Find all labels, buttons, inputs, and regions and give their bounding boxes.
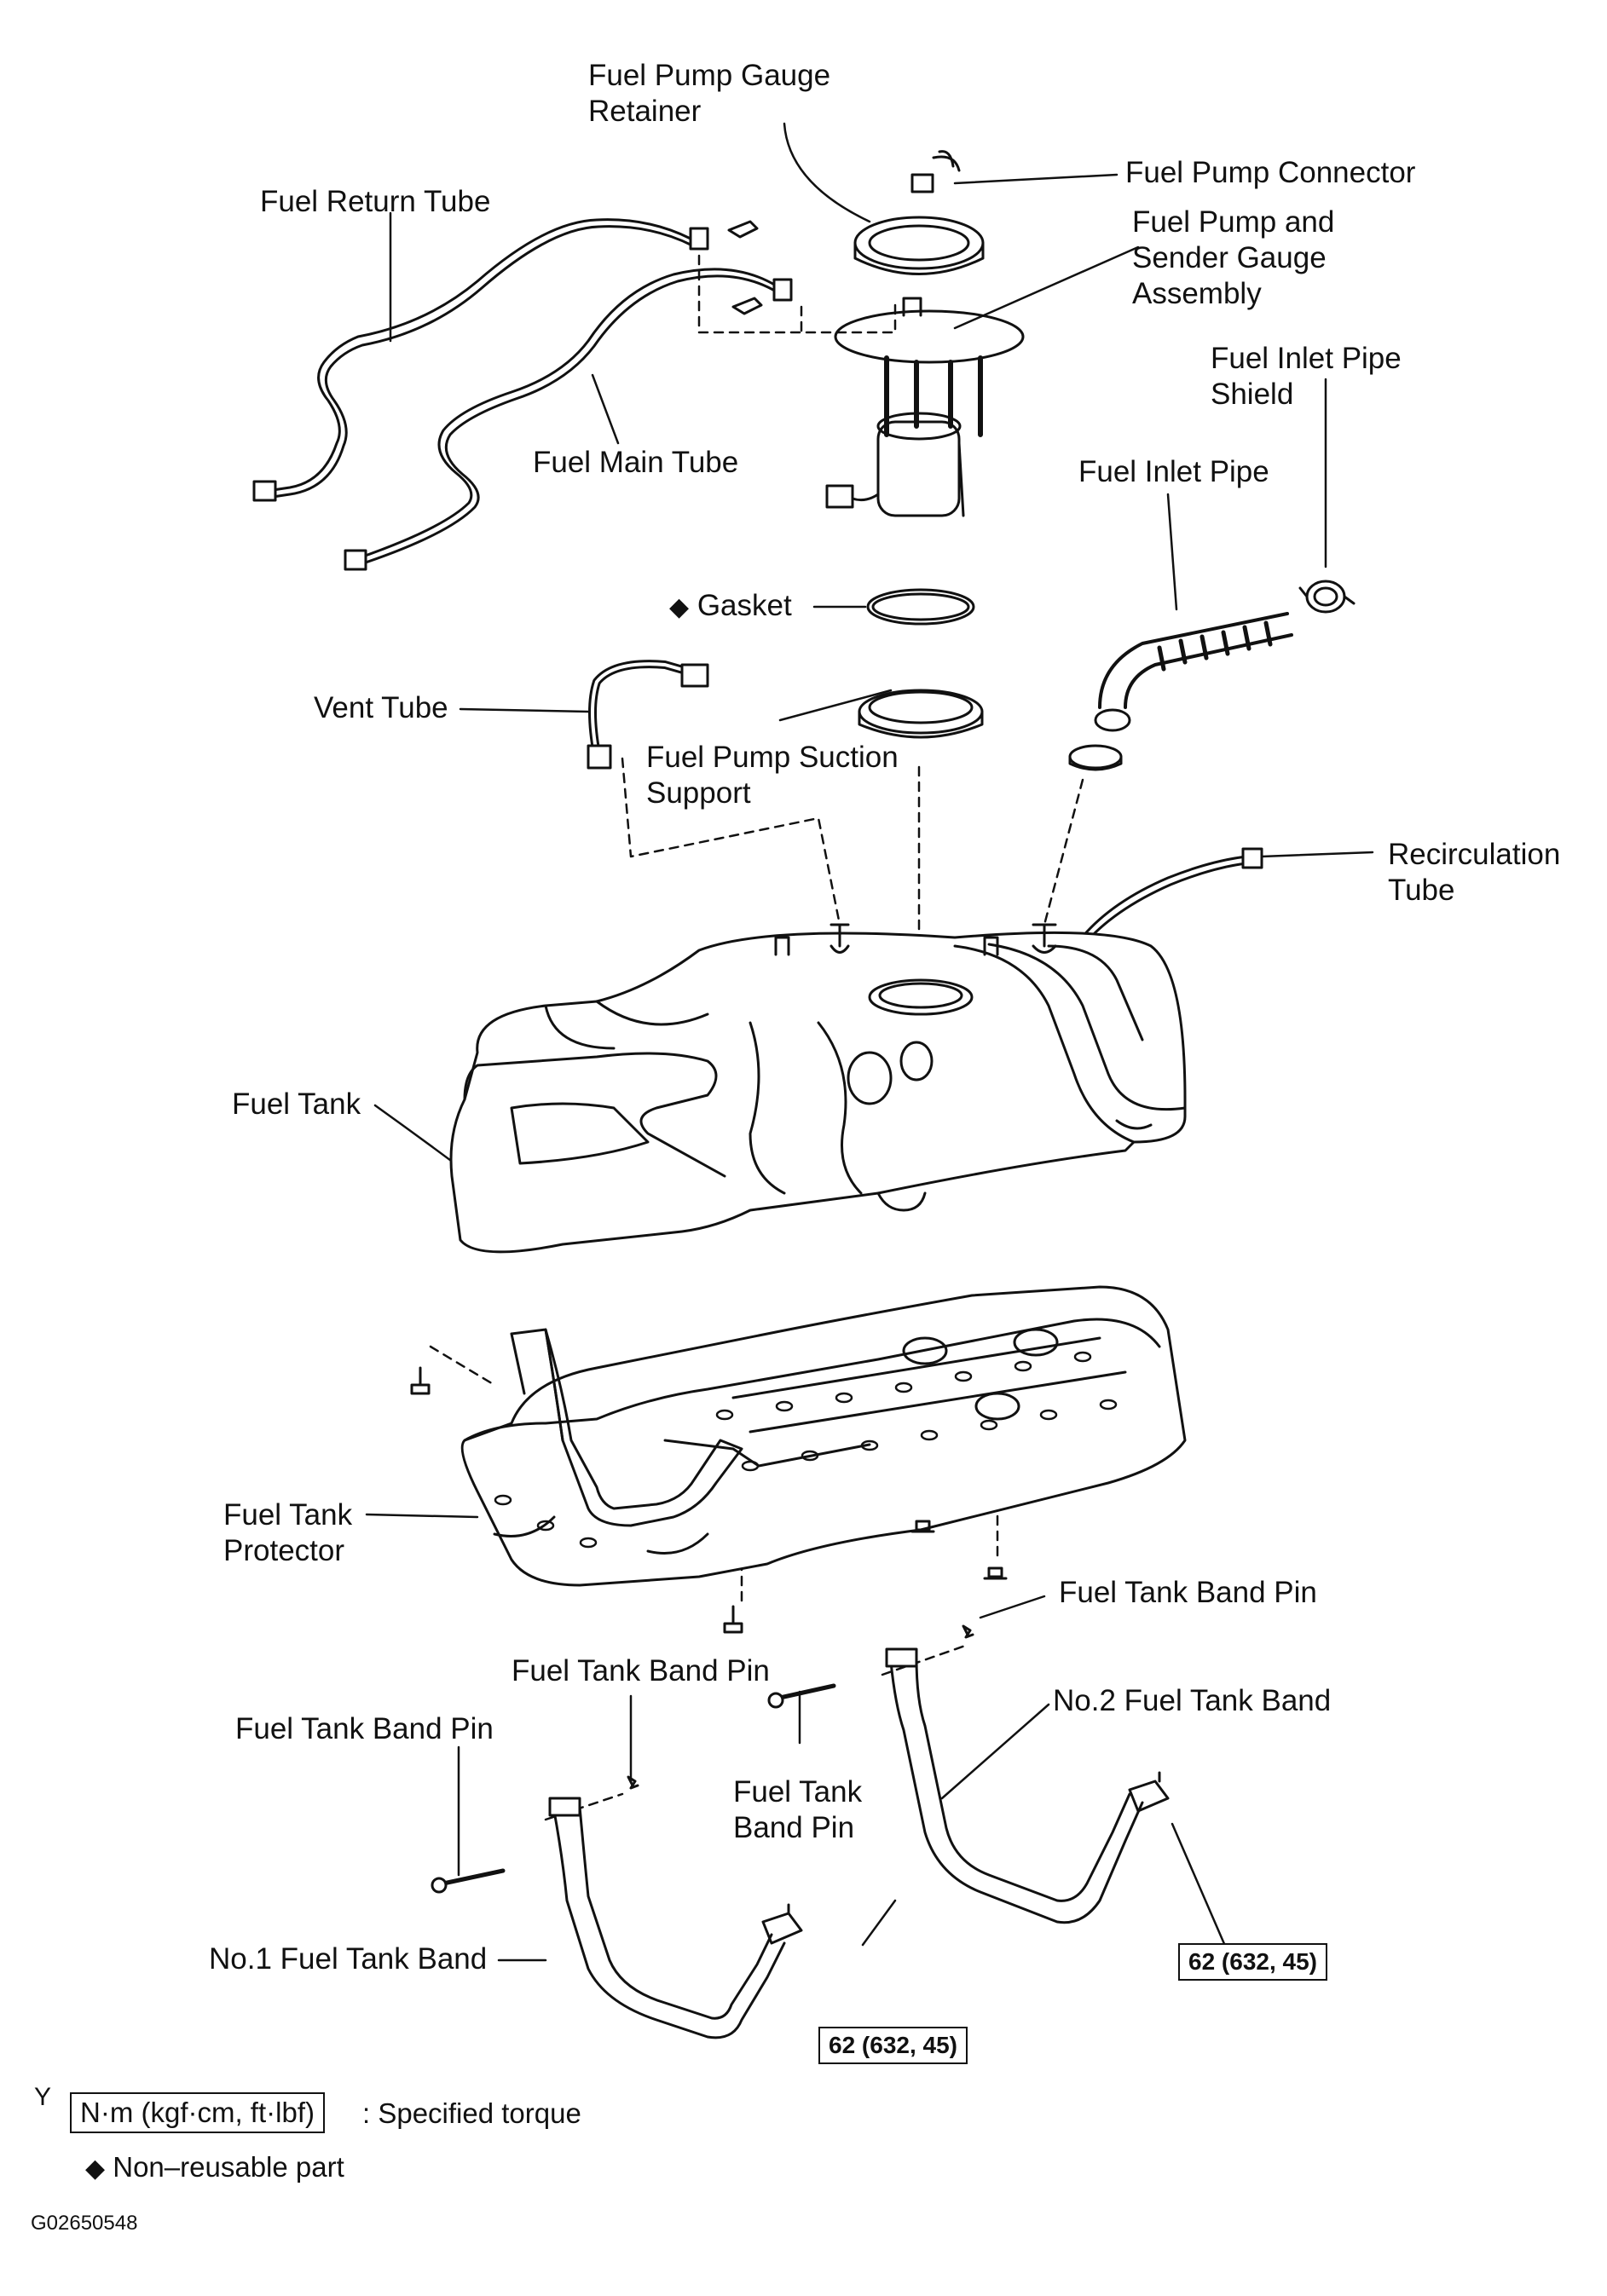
torque-spec-no1-band: 62 (632, 45): [818, 2027, 968, 2064]
fuel-inlet-pipe: [1068, 612, 1293, 771]
vent-tube: [587, 660, 709, 770]
label-fuel-pump-suction-support: Fuel Pump Suction Support: [646, 741, 899, 810]
fuel-tank: [449, 923, 1187, 1254]
fasteners: [410, 1366, 1008, 1634]
pump-sender-assembly: [825, 297, 1025, 517]
fuel-inlet-pipe-shield: [1298, 580, 1356, 614]
gasket-ring: [866, 588, 975, 626]
no1-fuel-tank-band: [548, 1797, 803, 2039]
torque-spec-no2-band: 62 (632, 45): [1178, 1943, 1327, 1981]
label-fuel-tank-band-pin-mid: Fuel Tank Band Pin: [512, 1654, 770, 1687]
fuel-tubes: [252, 218, 793, 571]
leader-lines: [365, 122, 1374, 1962]
label-fuel-pump-sender-gauge: Fuel Pump and Sender Gauge Assembly: [1132, 205, 1335, 310]
black-diamond-icon: ◆: [85, 2155, 106, 2183]
black-diamond-icon: ◆: [669, 593, 690, 621]
gasket-text: Gasket: [697, 589, 792, 622]
recirculation-tube: [1077, 847, 1263, 948]
label-fuel-tank-protector: Fuel Tank Protector: [223, 1498, 353, 1567]
label-fuel-main-tube: Fuel Main Tube: [533, 446, 739, 479]
label-fuel-tank-band-pin-left: Fuel Tank Band Pin: [235, 1712, 494, 1745]
legend-unit-box: N·m (kgf·cm, ft·lbf): [70, 2092, 325, 2133]
figure-id: G02650548: [31, 2212, 138, 2235]
gauge-retainer-ring: [853, 216, 985, 275]
label-fuel-tank-band-pin-right: Fuel Tank Band Pin: [1059, 1576, 1317, 1609]
label-no2-fuel-tank-band: No.2 Fuel Tank Band: [1053, 1684, 1332, 1717]
label-recirculation-tube: Recirculation Tube: [1388, 838, 1561, 907]
fuel-pump-connector: [910, 150, 961, 193]
fuel-tank-protector: [460, 1285, 1187, 1587]
label-no1-fuel-tank-band: No.1 Fuel Tank Band: [209, 1942, 488, 1976]
suction-support-ring: [858, 689, 984, 739]
label-fuel-return-tube: Fuel Return Tube: [260, 185, 491, 218]
no2-fuel-tank-band: [885, 1647, 1170, 1924]
label-fuel-pump-gauge-retainer: Fuel Pump Gauge Retainer: [588, 59, 831, 128]
label-fuel-inlet-pipe: Fuel Inlet Pipe: [1078, 455, 1269, 488]
label-fuel-tank-band-pin-center: Fuel Tank Band Pin: [733, 1775, 863, 1844]
label-vent-tube: Vent Tube: [314, 691, 448, 724]
protector-bolt-holes: [494, 1351, 1118, 1549]
label-fuel-pump-connector: Fuel Pump Connector: [1125, 156, 1416, 189]
band-pins: [431, 1624, 974, 1894]
label-fuel-inlet-pipe-shield: Fuel Inlet Pipe Shield: [1211, 342, 1402, 411]
legend-nonreusable: ◆ Non–reusable part: [85, 2149, 344, 2187]
legend-nonreusable-text: Non–reusable part: [113, 2151, 344, 2183]
label-fuel-tank: Fuel Tank: [232, 1087, 361, 1121]
legend-marker: Y: [34, 2083, 52, 2111]
legend-unit-text: : Specified torque: [362, 2097, 581, 2129]
label-gasket: ◆ Gasket: [669, 588, 792, 626]
